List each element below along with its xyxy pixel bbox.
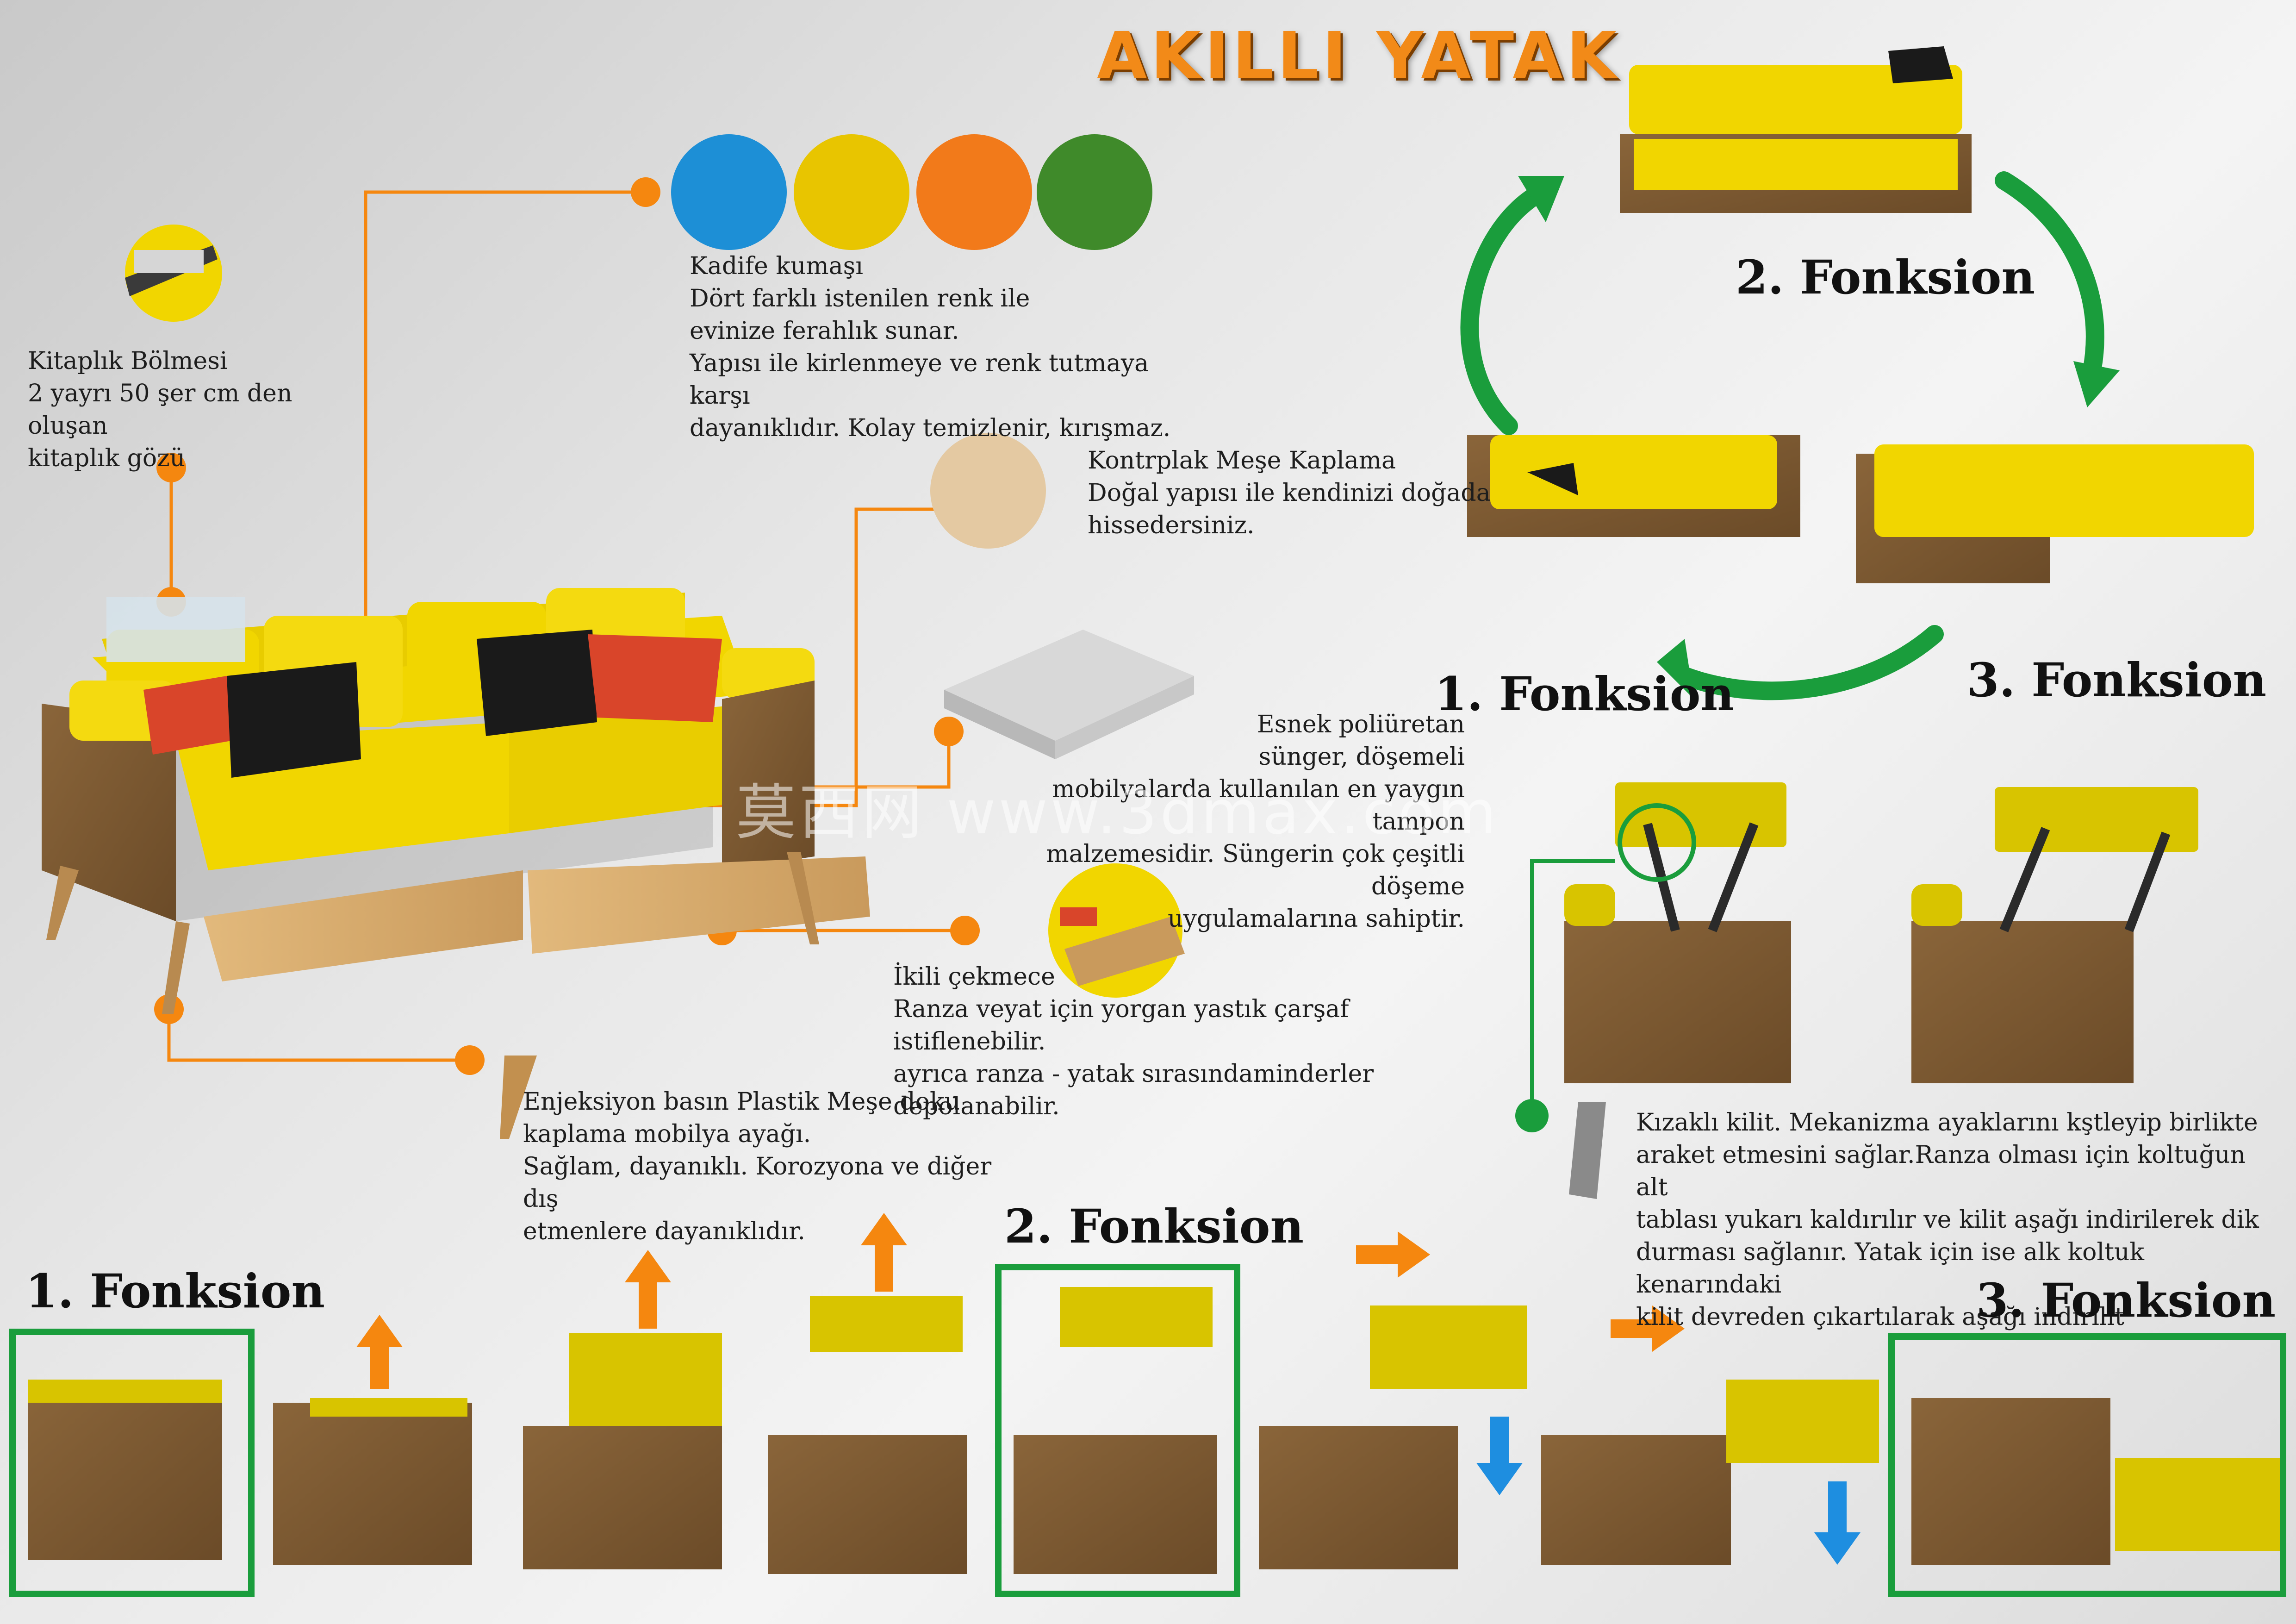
mechanism-left — [1564, 782, 1791, 1083]
plywood-swatch — [930, 433, 1046, 549]
bottom-label-2: 2. Fonksion — [1004, 1199, 1304, 1254]
fabric-text: Kadife kumaşı Dört farklı istenilen renk… — [690, 252, 1171, 442]
orange-arrows — [356, 1213, 1685, 1389]
bottom-seq — [28, 1287, 2282, 1574]
cycle-arrows — [1460, 171, 2104, 700]
lock-illustration — [1569, 1102, 1606, 1199]
cycle-label-1: 1. Fonksion — [1435, 667, 1735, 721]
lock-leader — [1530, 859, 1615, 1116]
drawer-text: İkili çekmece Ranza veyat için yorgan ya… — [893, 963, 1374, 1120]
cycle-sofa-bunk — [1620, 46, 1972, 213]
blue-swatch — [671, 134, 787, 250]
leg-illustration — [500, 1056, 537, 1139]
mechanism-right — [1911, 787, 2198, 1083]
bottom-frame-1 — [9, 1329, 255, 1597]
plywood-text: Kontrplak Meşe Kaplama Doğal yapısı ile … — [1088, 447, 1491, 539]
bottom-frame-3 — [1888, 1333, 2286, 1597]
foam-text: Esnek poliüretan sünger, döşemeli mobily… — [1046, 711, 1465, 933]
blue-arrows — [1476, 1417, 1860, 1565]
foam-illustration — [944, 630, 1194, 759]
bookshelf-text: Kitaplık Bölmesi 2 yayrı 50 şer cm den o… — [28, 347, 292, 472]
lock-text: Kızaklı kilit. Mekanizma ayaklarını kştl… — [1636, 1109, 2259, 1331]
drawer-illustration — [1048, 863, 1185, 998]
bookshelf-illustration — [125, 225, 222, 322]
cycle-arrowheads — [1518, 176, 2120, 699]
cycle-sofa-bed — [1856, 444, 2254, 583]
cycle-sofa-seat — [1467, 435, 1800, 537]
bottom-label-1: 1. Fonksion — [25, 1264, 325, 1318]
bottom-label-3: 3. Fonksion — [1976, 1273, 2276, 1328]
green-swatch — [1037, 134, 1152, 250]
yellow-swatch — [794, 134, 909, 250]
orange-swatch — [916, 134, 1032, 250]
legs-text: Enjeksiyon basın Plastik Meşe doku kapla… — [523, 1088, 992, 1245]
page-title: AKILLI YATAK — [1097, 19, 1621, 94]
watermark: 莫西网 www.3dmax.com — [736, 777, 1500, 848]
main-sofa — [42, 588, 870, 1014]
cycle-label-3: 3. Fonksion — [1967, 653, 2267, 707]
cycle-label-2: 2. Fonksion — [1736, 250, 2035, 305]
bottom-frame-2 — [995, 1264, 1240, 1597]
